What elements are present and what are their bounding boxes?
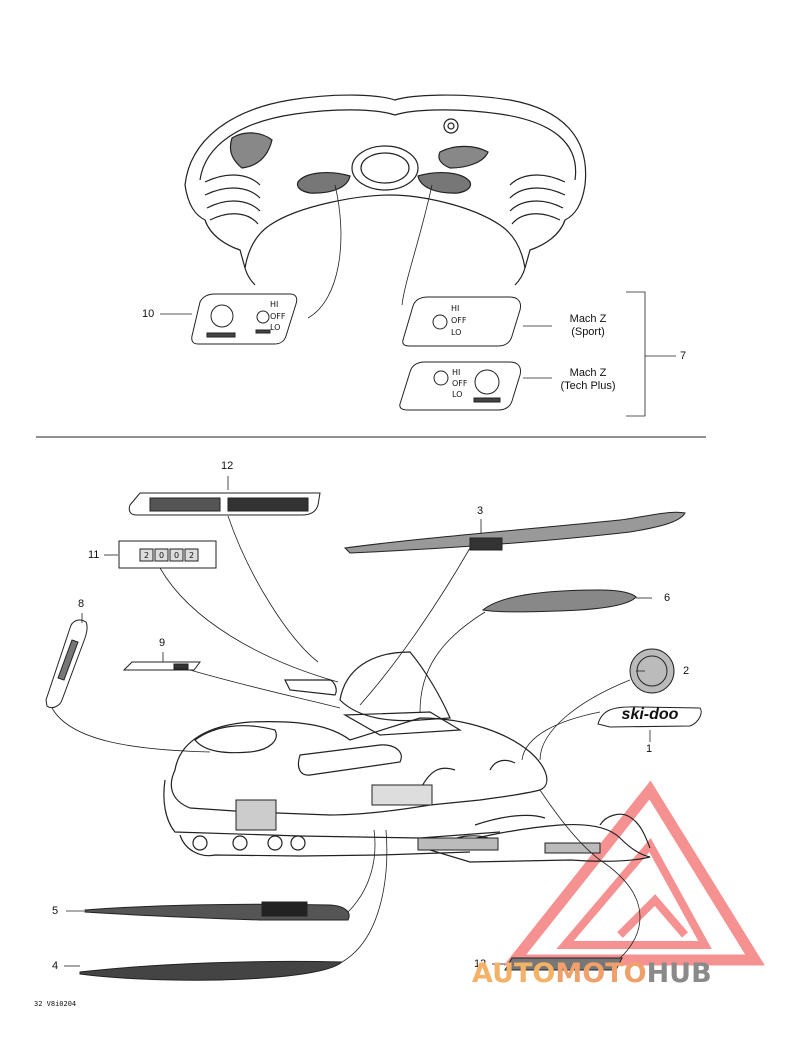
decal-2-round-badge	[629, 648, 675, 694]
switch-label-off-sport: OFF	[451, 316, 467, 325]
callout-4: 4	[52, 960, 59, 972]
decal-4-lower-strip	[79, 960, 344, 981]
callout-12: 12	[221, 460, 234, 472]
callout-7: 7	[680, 350, 687, 362]
decal-5-lower-strip	[84, 901, 350, 921]
callout-1: 1	[646, 743, 653, 755]
callout-11: 11	[88, 549, 100, 561]
decal-8-hood-strip	[45, 619, 88, 709]
decal-1-brand-outline	[597, 706, 702, 728]
variant-sport-name: Mach Z	[569, 313, 607, 325]
decal-brand-text: ski-doo	[621, 706, 679, 723]
dashboard-fairing	[184, 94, 587, 286]
callout-2: 2	[683, 665, 690, 677]
leader-lines-bottom	[51, 476, 652, 967]
switch-label-hi-sport: HI	[451, 304, 460, 313]
switch-panel-7-sport	[402, 296, 521, 347]
callout-10: 10	[142, 308, 155, 320]
callout-8: 8	[78, 598, 85, 610]
watermark-logo-triangle	[503, 780, 765, 966]
year-digit-3: 0	[173, 551, 180, 560]
switch-panel-7-tech-plus	[399, 361, 521, 411]
switch-label-lo-sport: LO	[451, 328, 462, 337]
watermark-part-hub: HUB	[646, 958, 712, 989]
snowmobile-details	[235, 784, 601, 854]
callout-5: 5	[52, 905, 59, 917]
reference-code: 32 V8i0204	[34, 1000, 77, 1008]
switch-panel-10	[191, 293, 298, 345]
watermark-part-auto: AUTO	[472, 958, 556, 989]
year-digit-2: 0	[158, 551, 165, 560]
callout-3: 3	[477, 505, 484, 517]
decal-11-year-panel	[118, 540, 217, 569]
watermark-part-moto: MOTO	[555, 958, 647, 989]
variant-tech-plus-name: Mach Z	[569, 367, 607, 379]
switch-label-lo-tech: LO	[452, 390, 463, 399]
decal-12-windshield	[128, 492, 321, 516]
switch-label-hi-10: HI	[270, 300, 279, 309]
switch-label-off-10: OFF	[270, 312, 286, 321]
decal-6-small-strip	[481, 589, 637, 613]
variant-sport-sub: (Sport)	[571, 326, 605, 338]
decal-13-model	[504, 957, 623, 971]
callout-13: 13	[474, 958, 487, 970]
leader-lines-top	[160, 184, 676, 417]
variant-tech-plus-sub: (Tech Plus)	[560, 380, 616, 392]
watermark-text: AUTOMOTOHUB	[472, 958, 712, 989]
switch-label-hi-tech: HI	[452, 368, 461, 377]
callout-6: 6	[664, 592, 671, 604]
year-digit-1: 2	[143, 551, 150, 560]
switch-label-off-tech: OFF	[452, 379, 468, 388]
switch-label-lo-10: LO	[270, 323, 281, 332]
callout-9: 9	[159, 637, 166, 649]
year-digit-4: 2	[188, 551, 195, 560]
decal-9-small	[122, 661, 201, 671]
decal-3-side-strip	[343, 511, 686, 554]
